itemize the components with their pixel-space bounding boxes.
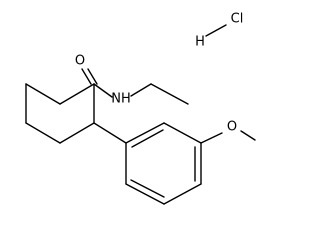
amine-label: NH bbox=[111, 92, 131, 107]
o-methyl-bond bbox=[240, 130, 256, 141]
n-ethyl-bond bbox=[130, 83, 152, 97]
carbonyl-bond-1 bbox=[81, 68, 92, 85]
c-n-bond bbox=[93, 83, 113, 98]
carbonyl-bond-2 bbox=[87, 68, 98, 85]
ring-bond-c6-c1 bbox=[59, 83, 95, 105]
h-cl-bond bbox=[205, 24, 227, 37]
ethyl-bond bbox=[150, 83, 189, 105]
structure-diagram: Cl H O NH O bbox=[25, 12, 256, 205]
ring-bond-c3-c4 bbox=[25, 122, 61, 144]
ring-bond-c1-c2 bbox=[25, 83, 61, 105]
aryl-double-3 bbox=[130, 179, 165, 198]
hydrogen-label: H bbox=[195, 35, 205, 50]
aryl-o-bond bbox=[200, 132, 223, 144]
aryl-bond-1 bbox=[125, 122, 165, 144]
aryl-bond-2 bbox=[163, 122, 202, 144]
ring-bond-c4-c5 bbox=[59, 122, 95, 144]
carbonyl-oxygen-label: O bbox=[75, 54, 85, 69]
c-aryl-bond bbox=[93, 122, 127, 144]
aryl-bond-4 bbox=[163, 183, 202, 205]
aryl-bond-5 bbox=[125, 183, 165, 205]
chlorine-label: Cl bbox=[231, 12, 244, 27]
ether-oxygen-label: O bbox=[227, 120, 237, 135]
aryl-double-1 bbox=[131, 129, 164, 148]
